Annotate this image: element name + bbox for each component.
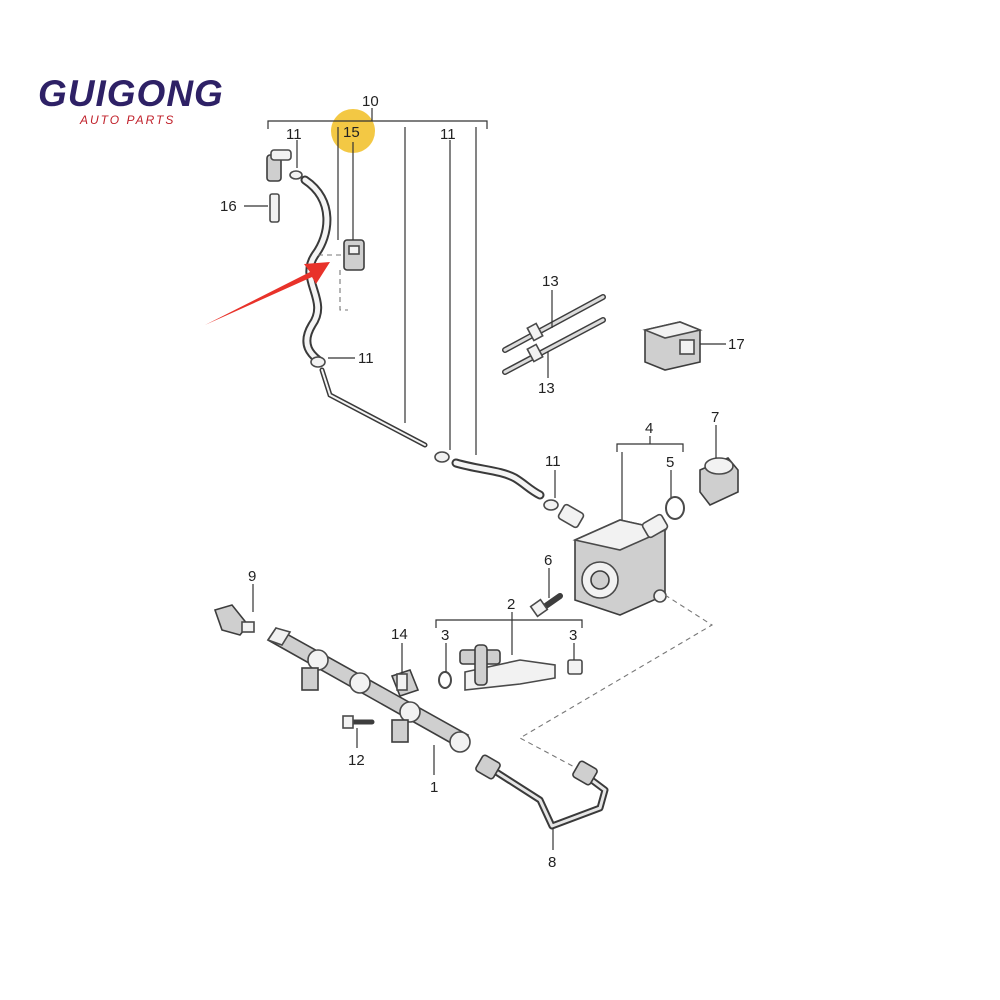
callout-11b: 11 [440,126,456,143]
o-ring-lower [434,451,450,463]
pressure-line-8-inner [488,766,607,828]
callout-14: 14 [391,626,408,643]
o-ring-pump [543,499,559,511]
pin-16 [269,193,280,223]
nut-left [475,754,501,780]
callout-9: 9 [248,568,256,585]
brand-logo: GUIGONG AUTO PARTS [38,73,224,127]
callout-4: 4 [645,420,653,437]
block-17 [642,321,703,371]
callout-10: 10 [362,93,379,110]
callout-15: 15 [343,124,360,141]
clamp-14 [390,669,420,697]
fuel-pump-4 [557,503,669,616]
pump-line-dash [518,594,714,771]
injector-2 [459,644,556,691]
pointer-arrow [205,262,330,325]
callout-2: 2 [507,596,515,613]
callout-3b: 3 [569,627,577,644]
callout-5: 5 [666,454,674,471]
bracket-2 [435,619,583,628]
cap-3 [567,659,583,675]
highlight-circle [331,109,375,153]
bracket-10 [267,120,488,129]
clip-15 [343,239,365,271]
fuel-line [319,367,428,448]
callout-11c: 11 [358,350,374,367]
o-ring-3 [438,671,452,689]
callout-8: 8 [548,854,556,871]
callout-11a: 11 [286,126,302,143]
sensor-9 [213,604,255,636]
o-ring-top [289,170,303,180]
callout-17: 17 [728,336,745,353]
callout-7: 7 [711,409,719,426]
bracket-4 [616,443,684,452]
clip-15-dash [318,254,348,311]
brand-logo-name: GUIGONG [38,73,224,114]
callout-13a: 13 [542,273,559,290]
nut-right [572,760,598,786]
callout-12: 12 [348,752,365,769]
callout-3a: 3 [441,627,449,644]
o-ring-5 [665,496,685,520]
elbow-connector-top [270,149,292,161]
callout-11d: 11 [545,453,561,470]
clip-15-hole [348,245,360,255]
cup-7 [699,457,739,506]
callout-16: 16 [220,198,237,215]
o-ring-mid [310,356,326,368]
callout-13b: 13 [538,380,555,397]
bolt-12 [342,715,375,729]
rods-13 [502,294,606,375]
brand-logo-tagline: AUTO PARTS [79,113,175,127]
fuel-rail-1 [266,626,471,753]
lower-hose-inner [453,460,543,498]
upper-hose-inner [302,177,330,363]
fuel-line-inner [321,369,426,446]
bolt-6 [529,593,563,618]
callout-1: 1 [430,779,438,796]
callout-6: 6 [544,552,552,569]
